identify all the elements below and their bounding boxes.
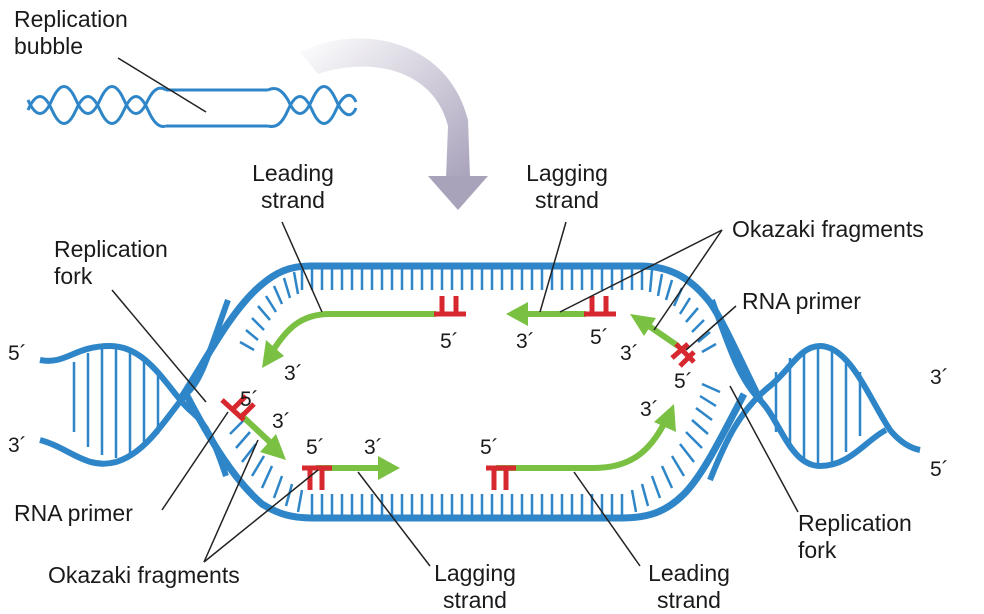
bottom-left-okazaki-arrowhead — [260, 434, 286, 460]
transition-arrow-head — [428, 176, 488, 210]
leader-leading-strand-bottom — [573, 471, 641, 567]
leader-replication-fork-left — [111, 289, 207, 403]
bottom-left-okazaki-fragment — [237, 411, 275, 447]
helix-right — [707, 298, 921, 482]
bubble-bottom-strand — [182, 392, 748, 522]
small-bubble-illustration — [26, 85, 358, 128]
leader-leading-strand-top — [281, 221, 323, 313]
label-leading-strand-bottom: Leading strand — [648, 560, 730, 613]
label-lagging-strand-bottom: Lagging strand — [434, 560, 516, 613]
top-leading-strand — [269, 311, 436, 354]
end-bottom-mid-5: 5´ — [306, 436, 325, 459]
leader-lagging-strand-top — [539, 221, 567, 313]
leader-okazaki-top-1 — [559, 229, 723, 313]
top-right-okazaki-fragment — [644, 321, 680, 349]
small-helix-left-strand-a — [26, 85, 167, 115]
helix-left-rungs — [72, 348, 160, 458]
helix-left — [39, 298, 231, 477]
helix-right-strand-b — [707, 342, 921, 482]
label-okazaki-fragments-top: Okazaki fragments — [732, 216, 924, 242]
end-left-top: 5´ — [8, 342, 27, 365]
bottom-leading-arrowhead — [654, 404, 676, 432]
end-top-lagging-3: 3´ — [516, 330, 535, 353]
leader-replication-fork-right — [729, 385, 799, 513]
leader-lines — [111, 57, 799, 567]
label-leading-strand-top: Leading strand — [252, 160, 334, 213]
leader-rna-primer-top — [685, 305, 737, 351]
end-bottom-leading-5: 5´ — [480, 436, 499, 459]
end-bottom-mid-3: 3´ — [364, 436, 383, 459]
primer-top-left — [434, 296, 466, 317]
new-strand-arrowheads — [260, 302, 676, 480]
transition-arrow — [300, 38, 488, 210]
label-replication-fork-right: Replication fork — [798, 510, 912, 563]
end-bottom-leading-3: 3´ — [640, 398, 659, 421]
leader-replication-bubble — [117, 57, 207, 113]
leader-rna-primer-bottom — [161, 411, 229, 511]
transition-arrow-body — [300, 38, 470, 178]
end-top-primer2: 5´ — [590, 326, 609, 349]
end-bottom-left-5: 5´ — [240, 388, 259, 411]
end-top-leading-3: 3´ — [284, 362, 303, 385]
end-top-right-5: 5´ — [674, 370, 693, 393]
end-left-bottom: 3´ — [8, 434, 27, 457]
primer-bottom-fork — [220, 394, 256, 422]
label-replication-fork-left: Replication fork — [54, 236, 168, 289]
leader-okazaki-top-2 — [653, 229, 723, 331]
end-right-bottom: 5´ — [930, 458, 949, 481]
bottom-lagging-arrowhead — [378, 456, 400, 480]
label-rna-primer-top: RNA primer — [742, 288, 861, 314]
small-helix-left-strand-b — [26, 95, 167, 128]
label-rna-primer-bottom: RNA primer — [14, 500, 133, 526]
small-helix-right-strand-b — [267, 93, 358, 128]
bubble-bottom-rungs — [229, 382, 721, 516]
primer-bottom-left — [302, 465, 332, 490]
helix-right-strand-a — [709, 298, 888, 470]
end-bottom-left-3: 3´ — [272, 410, 291, 433]
small-helix-right-strand-a — [267, 85, 358, 117]
leader-okazaki-bottom-2 — [203, 469, 319, 563]
end-top-okazaki-3: 3´ — [620, 342, 639, 365]
top-okazaki-arrowhead — [630, 314, 656, 336]
rna-primers — [220, 296, 696, 490]
end-top-primer1: 5´ — [440, 330, 459, 353]
primer-bottom-mid — [486, 465, 516, 490]
bubble-top-strand — [177, 262, 764, 402]
top-leading-arrowhead — [262, 340, 284, 368]
leader-okazaki-bottom-1 — [203, 439, 259, 563]
helix-left-strand-b — [39, 298, 231, 467]
primer-top-fork — [670, 342, 696, 368]
bubble-top-rungs — [239, 268, 717, 354]
label-okazaki-fragments-bottom: Okazaki fragments — [48, 562, 240, 588]
label-lagging-strand-top: Lagging strand — [526, 160, 608, 213]
label-replication-bubble: Replication bubble — [14, 6, 128, 59]
bottom-leading-strand — [496, 418, 669, 471]
leader-lagging-strand-bottom — [357, 471, 431, 567]
primer-top-right — [584, 296, 616, 317]
end-right-top: 3´ — [930, 366, 949, 389]
top-lagging-arrowhead — [506, 302, 528, 326]
